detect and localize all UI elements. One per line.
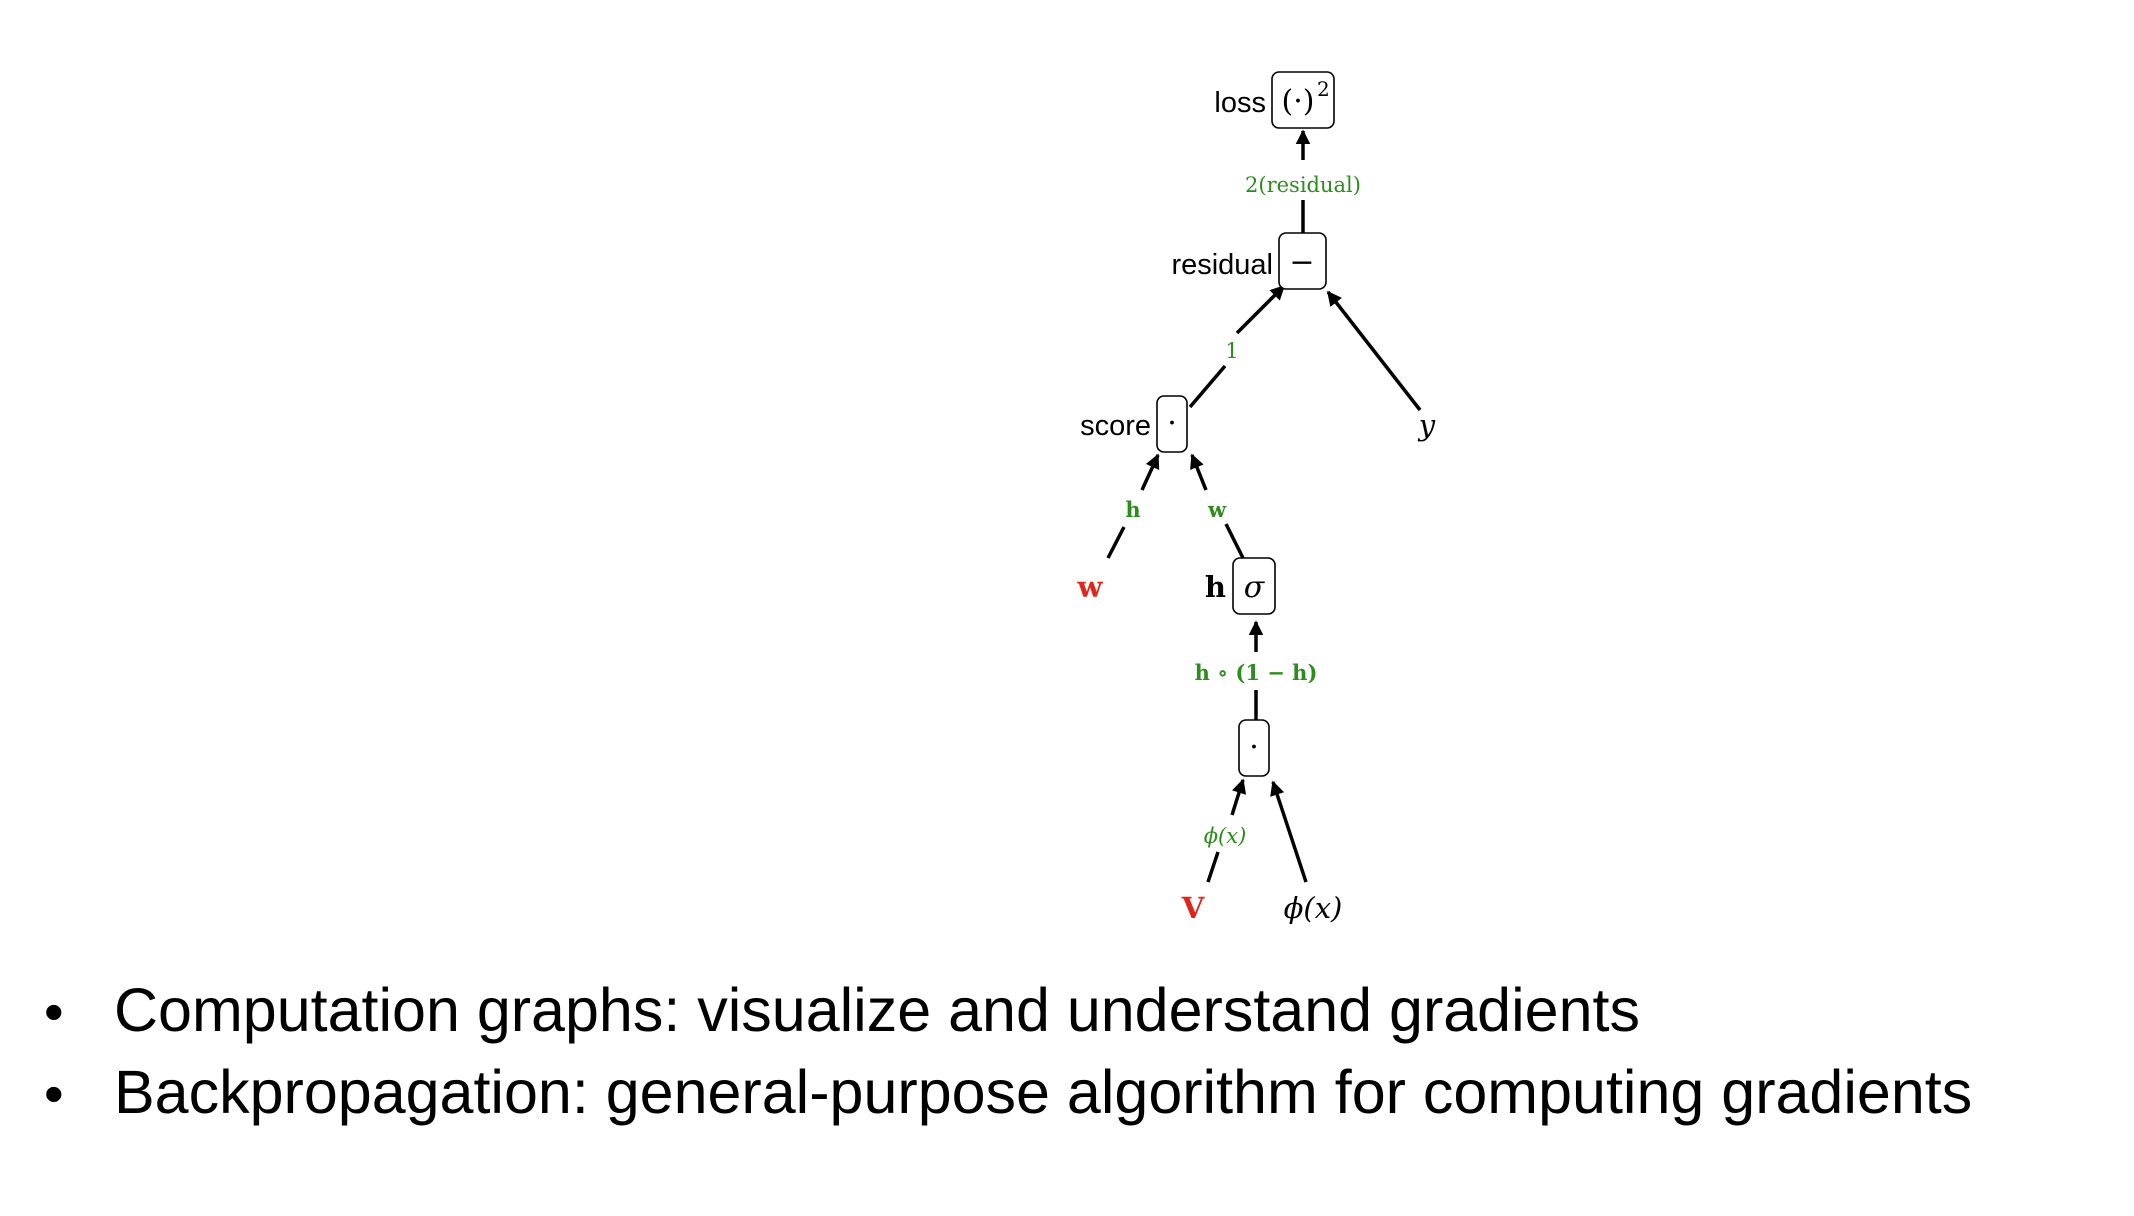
op-inner: · [1249,730,1259,765]
op-box-h [1232,557,1276,615]
op-loss: (·) [1282,84,1315,119]
bullet-item: • Computation graphs: visualize and under… [44,970,1972,1052]
op-box-score [1156,395,1188,453]
edge-w-to-score-lower [1106,526,1126,559]
node-residual: residual − [1171,232,1327,290]
edge-h-to-score-lower [1224,523,1245,559]
op-box-inner [1238,719,1270,777]
leaf-V: V [1181,891,1205,925]
edge-y-to-residual [1326,290,1422,412]
edge-score-to-residual-upper [1235,284,1286,335]
bullet-dot-icon: • [44,980,64,1043]
bullet-list: • Computation graphs: visualize and under… [44,970,1972,1134]
computation-graph: 2(residual) 1 h w h ∘ (1 − h) ϕ(x) loss … [1077,71,1436,925]
node-score: score · [1080,395,1188,453]
node-label-score: score [1080,410,1151,442]
op-box-residual [1278,232,1327,290]
edge-label-residual-to-loss: 2(residual) [1245,173,1361,197]
leaf-w: w [1077,570,1104,604]
bullet-item: • Backpropagation: general-purpose algori… [44,1052,1972,1134]
leaf-phi: ϕ(x) [1284,891,1343,925]
node-label-h: h [1205,570,1226,604]
edge-V-to-inner-lower [1206,851,1220,883]
node-inner: · [1238,719,1270,777]
edge-label-w-to-score: h [1125,497,1140,522]
op-box-loss [1271,71,1335,129]
bullet-text: Computation graphs: visualize and unders… [114,976,1640,1044]
node-loss: loss (·) 2 [1214,71,1335,129]
leaf-y: y [1417,408,1436,442]
node-h: h σ [1205,557,1276,615]
op-h: σ [1244,570,1266,605]
edge-label-h-to-score: w [1207,497,1227,522]
edge-label-V-to-inner: ϕ(x) [1204,824,1247,848]
op-loss-exponent: 2 [1317,77,1330,101]
edge-label-inner-to-h: h ∘ (1 − h) [1195,660,1318,685]
bullet-dot-icon: • [44,1062,64,1125]
edge-score-to-residual-lower [1188,364,1227,409]
node-label-loss: loss [1214,87,1266,119]
edge-label-score-to-residual: 1 [1225,339,1238,363]
op-score: · [1167,406,1177,441]
edge-phi-to-inner [1270,780,1308,883]
bullet-text: Backpropagation: general-purpose algorit… [114,1058,1973,1126]
edge-h-to-score-upper [1190,453,1208,491]
op-residual: − [1289,245,1314,280]
node-label-residual: residual [1171,249,1273,281]
edge-V-to-inner-upper [1230,778,1247,816]
edge-w-to-score-upper [1140,453,1160,491]
